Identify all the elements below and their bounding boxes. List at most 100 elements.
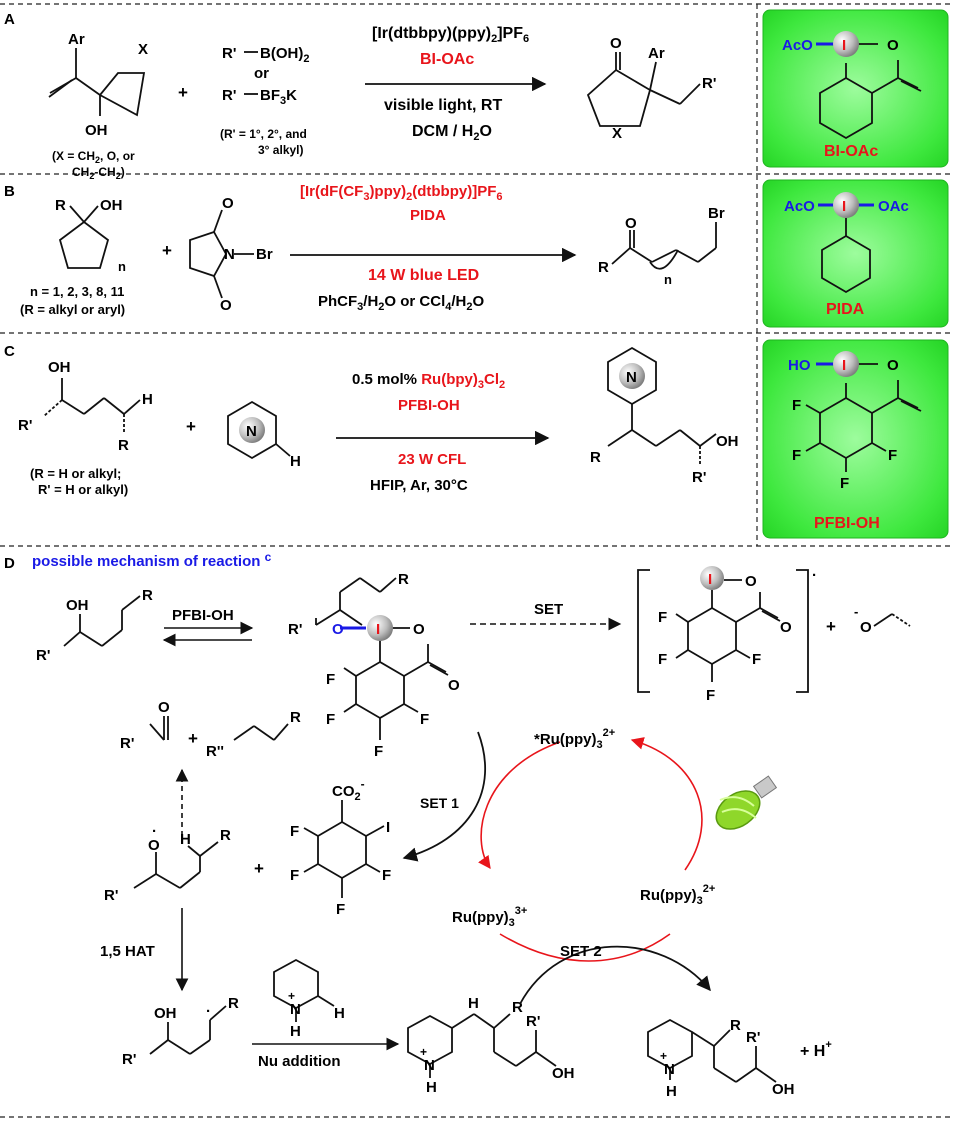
svg-text:H: H (180, 831, 191, 848)
svg-text:B(OH)2: B(OH)2 (260, 45, 309, 65)
panel-separators (0, 3, 953, 1118)
svg-text:R'': R'' (206, 743, 224, 760)
svg-text:R': R' (702, 75, 716, 92)
panel-letter-c: C (4, 343, 15, 360)
svg-text:O: O (860, 619, 872, 636)
svg-text:·: · (152, 823, 157, 840)
panel-b-nbs-bonds (189, 209, 254, 299)
svg-text:CH2-CH2): CH2-CH2) (72, 165, 125, 181)
svg-text:F: F (658, 609, 667, 626)
svg-text:CO2-: CO2- (332, 777, 365, 803)
svg-text:visible light, RT: visible light, RT (384, 97, 502, 114)
svg-text:R' = H or alkyl): R' = H or alkyl) (38, 482, 128, 497)
panel-letter-b: B (4, 183, 15, 200)
svg-text:OH: OH (772, 1081, 795, 1098)
svg-text:O: O (887, 37, 899, 54)
svg-text:OH: OH (154, 1005, 177, 1022)
svg-text:HFIP, Ar, 30°C: HFIP, Ar, 30°C (370, 477, 468, 494)
svg-text:R: R (598, 259, 609, 276)
svg-text:O: O (220, 297, 232, 314)
svg-text:O: O (625, 215, 637, 232)
svg-text:N: N (664, 1061, 675, 1078)
svg-text:H: H (290, 453, 301, 470)
svg-text:F: F (420, 711, 429, 728)
svg-text:O: O (413, 621, 425, 638)
svg-text:I: I (708, 571, 712, 588)
svg-text:H: H (290, 1023, 301, 1040)
svg-text:F: F (888, 447, 897, 464)
svg-text:[Ir(dtbbpy)(ppy)2]PF6: [Ir(dtbbpy)(ppy)2]PF6 (372, 25, 529, 45)
svg-text:+: + (162, 241, 172, 260)
panel-a: A Ar X OH (X = CH2, O, or CH2-CH2) + R' … (4, 9, 949, 181)
reagent-box-pida: AcO I OAc PIDA (762, 179, 949, 328)
svg-text:H: H (142, 391, 153, 408)
reagent-box-bi-oac: AcO I O BI-OAc (762, 9, 949, 168)
svg-text:OH: OH (48, 359, 71, 376)
svg-text:Ar: Ar (648, 45, 665, 62)
svg-text:SET: SET (534, 601, 563, 618)
svg-text:+: + (188, 729, 198, 748)
svg-text:R: R (290, 709, 301, 726)
svg-text:F: F (374, 743, 383, 760)
svg-text:·: · (206, 1003, 211, 1020)
panel-a-product-bonds (586, 52, 701, 127)
svg-text:F: F (792, 397, 801, 414)
svg-text:OH: OH (66, 597, 89, 614)
box-label-pfbi-oh: PFBI-OH (814, 515, 880, 532)
panel-b-product-bonds (611, 222, 717, 270)
svg-text:n: n (118, 259, 126, 274)
svg-text:PIDA: PIDA (410, 207, 446, 224)
svg-text:0.5 mol% Ru(bpy)3Cl2: 0.5 mol% Ru(bpy)3Cl2 (352, 371, 505, 391)
svg-text:N: N (424, 1057, 435, 1074)
svg-text:Br: Br (256, 246, 273, 263)
svg-text:3° alkyl): 3° alkyl) (258, 143, 304, 157)
svg-text:+: + (288, 989, 295, 1003)
svg-text:+: + (826, 617, 836, 636)
svg-text:O: O (745, 573, 757, 590)
svg-text:I: I (842, 37, 846, 54)
svg-text:N: N (626, 369, 637, 386)
panel-c-substrate-bonds (43, 378, 141, 434)
svg-text:R: R (228, 995, 239, 1012)
svg-text:H: H (334, 1005, 345, 1022)
svg-text:PhCF3/H2O or CCl4/H2O: PhCF3/H2O or CCl4/H2O (318, 293, 485, 313)
svg-text:(R = alkyl or aryl): (R = alkyl or aryl) (20, 302, 125, 317)
svg-text:AcO: AcO (782, 37, 813, 54)
svg-text:SET 1: SET 1 (420, 795, 459, 811)
svg-text:R': R' (104, 887, 118, 904)
panel-b-substrate-bonds (58, 205, 110, 269)
svg-text:R: R (118, 437, 129, 454)
svg-text:O: O (158, 699, 170, 716)
svg-text:F: F (326, 671, 335, 688)
svg-text:X: X (612, 125, 622, 142)
svg-text:Ru(ppy)33+: Ru(ppy)33+ (452, 905, 527, 929)
svg-text:F: F (752, 651, 761, 668)
svg-text:·: · (812, 567, 817, 584)
panel-c-pyridine: N H (227, 400, 301, 470)
reagent-box-pfbi-oh: HO I O F F F F PFBI-OH (762, 339, 949, 539)
svg-text:n = 1, 2, 3, 8, 11: n = 1, 2, 3, 8, 11 (30, 284, 124, 299)
svg-text:R: R (220, 827, 231, 844)
svg-text:R': R' (526, 1013, 540, 1030)
panel-letter-a: A (4, 11, 15, 28)
svg-text:1,5 HAT: 1,5 HAT (100, 943, 155, 960)
svg-text:N: N (290, 1001, 301, 1018)
svg-text:N: N (224, 246, 235, 263)
svg-text:F: F (658, 651, 667, 668)
svg-text:Ru(ppy)32+: Ru(ppy)32+ (640, 883, 715, 907)
svg-text:Br: Br (708, 205, 725, 222)
light-bulb-icon (715, 775, 778, 830)
svg-text:R': R' (36, 647, 50, 664)
svg-text:O: O (448, 677, 460, 694)
svg-text:SET 2: SET 2 (560, 943, 602, 960)
svg-text:R': R' (18, 417, 32, 434)
svg-text:I: I (842, 357, 846, 374)
svg-text:F: F (336, 901, 345, 918)
svg-text:+: + (660, 1049, 667, 1063)
panel-c-product: N R OH R' (590, 346, 739, 486)
svg-text:F: F (326, 711, 335, 728)
svg-text:H: H (468, 995, 479, 1012)
svg-text:DCM / H2O: DCM / H2O (412, 123, 492, 143)
